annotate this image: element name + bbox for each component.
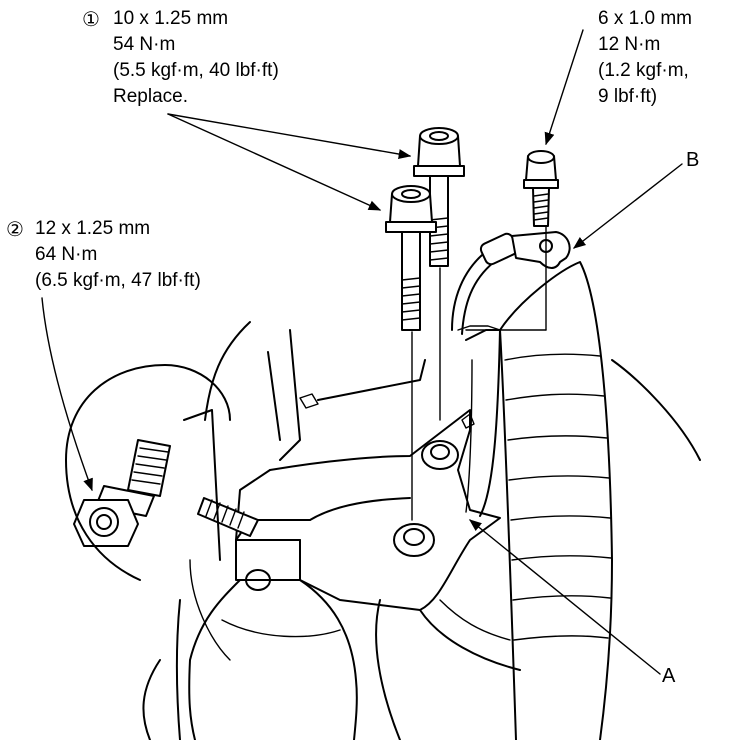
frame-rail [204,321,547,461]
callout-1-torque: 54 N·m [113,34,175,55]
leader-callout-1-upper-bolt [167,113,412,160]
label-b: B [686,149,699,171]
callout-1-size: 10 x 1.25 mm [113,8,228,29]
callout-2-torque-alt: (6.5 kgf·m, 47 lbf·ft) [35,270,201,291]
ground-bolt [523,150,559,331]
callout-3-size: 6 x 1.0 mm [598,8,692,29]
callout-2-text: ② 12 x 1.25 mm 64 N·m (6.5 kgf·m, 47 lbf… [6,218,201,291]
ground-cable [451,231,571,335]
mount-stud [197,497,259,537]
callout-3-torque-alt: (1.2 kgf·m, [598,60,689,81]
transmission-case [142,579,521,740]
leader-b [573,163,683,249]
label-a: A [662,665,676,687]
callout-1-text: ① 10 x 1.25 mm 54 N·m (5.5 kgf·m, 40 lbf… [82,8,279,107]
mount-bolt [73,439,171,547]
callout-1-marker: ① [82,9,100,31]
engine-block [65,364,231,740]
bracket-bolt-upper [413,127,465,421]
bracket-bolt-lower [385,185,437,521]
callout-3-torque: 12 N·m [598,34,660,55]
leader-lines [41,29,683,675]
callout-2-torque: 64 N·m [35,244,97,265]
callout-1-note: Replace. [113,86,188,107]
callout-2-size: 12 x 1.25 mm [35,218,150,239]
callout-2-marker: ② [6,219,24,241]
callout-3-torque-alt-2: 9 lbf·ft) [598,86,657,107]
mount-bracket [235,329,501,611]
engine-mount-bushing [499,261,701,740]
leader-callout-1-lower-bolt [167,113,382,211]
leader-callout-2 [41,297,93,492]
callout-3-text: 6 x 1.0 mm 12 N·m (1.2 kgf·m, 9 lbf·ft) [598,8,692,107]
callout-1-torque-alt: (5.5 kgf·m, 40 lbf·ft) [113,60,279,81]
leader-a [469,519,661,675]
leader-callout-3 [544,29,584,146]
